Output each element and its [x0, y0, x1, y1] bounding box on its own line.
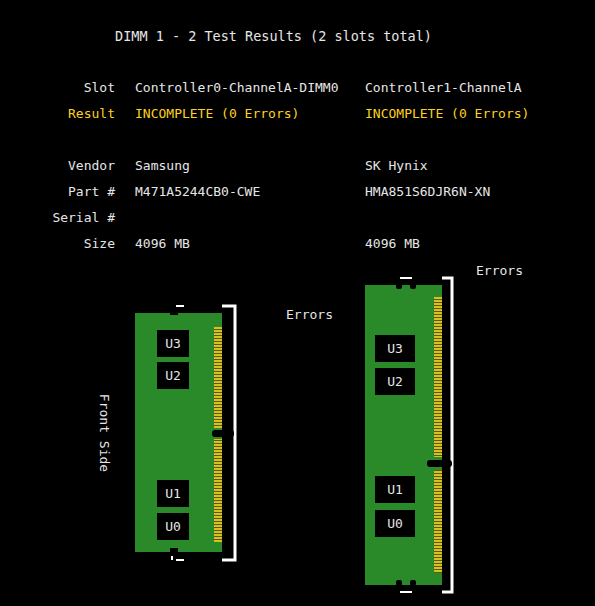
dimm-module	[135, 306, 235, 560]
memory-chip: U0	[157, 513, 189, 540]
row-label: Part #	[68, 184, 115, 200]
vendor-name: Samsung	[135, 158, 190, 174]
memory-chip: U1	[375, 476, 415, 503]
size-value: 4096 MB	[365, 236, 420, 252]
chip-label: U0	[165, 519, 181, 535]
chip-label: U2	[387, 374, 403, 390]
chip-label: U0	[387, 516, 403, 532]
chip-label: U2	[165, 368, 181, 384]
vendor-name: SK Hynix	[365, 158, 428, 174]
row-label: Serial #	[52, 210, 115, 226]
memory-chip: U1	[157, 480, 189, 507]
memory-chip: U2	[157, 362, 189, 389]
chip-label: U1	[387, 482, 403, 498]
dimm-module	[365, 278, 452, 592]
row-label: Slot	[84, 80, 115, 96]
error-label: Errors	[286, 307, 333, 323]
memory-chip: U3	[375, 335, 415, 362]
row-label: Vendor	[68, 158, 115, 174]
result-status: INCOMPLETE (0 Errors)	[135, 106, 299, 122]
chip-label: U1	[165, 486, 181, 502]
memory-chip: U3	[157, 330, 189, 357]
slot-name: Controller0-ChannelA-DIMM0	[135, 80, 339, 96]
slot-name: Controller1-ChannelA	[365, 80, 522, 96]
part-number: HMA851S6DJR6N-XN	[365, 184, 490, 200]
chip-label: U3	[387, 341, 403, 357]
row-label: Result	[68, 106, 115, 122]
part-number: M471A5244CB0-CWE	[135, 184, 260, 200]
result-status: INCOMPLETE (0 Errors)	[365, 106, 529, 122]
chip-label: U3	[165, 336, 181, 352]
memory-chip: U0	[375, 510, 415, 537]
title: DIMM 1 - 2 Test Results (2 slots total)	[115, 28, 432, 44]
side-label: Front Side	[96, 394, 112, 472]
error-label: Errors	[476, 263, 523, 279]
row-label: Size	[84, 236, 115, 252]
size-value: 4096 MB	[135, 236, 190, 252]
memory-chip: U2	[375, 368, 415, 395]
